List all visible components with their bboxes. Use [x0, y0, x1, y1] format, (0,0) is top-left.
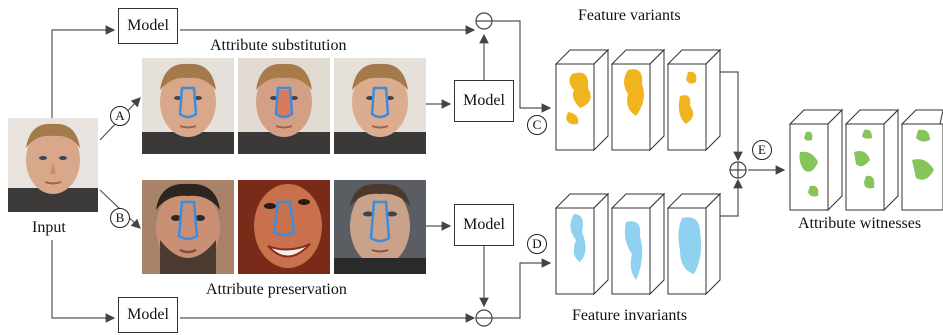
- step-e-marker: E: [752, 140, 772, 160]
- preservation-model-box: Model: [454, 204, 514, 246]
- substitution-face-2: [238, 58, 330, 154]
- input-label: Input: [32, 219, 66, 236]
- step-a-marker: A: [110, 106, 130, 126]
- edge-input-to-top-model: [51, 25, 116, 118]
- step-c-marker: C: [527, 115, 547, 135]
- edge-input-to-bottom-model: [51, 240, 116, 323]
- bottom-model-box: Model: [118, 297, 178, 333]
- preservation-face-2: [238, 180, 330, 274]
- edge-sum-bottom-to-d: [492, 258, 552, 319]
- attribute-substitution-label: Attribute substitution: [210, 37, 347, 54]
- attribute-witnesses-label: Attribute witnesses: [798, 215, 922, 232]
- preservation-face-3: [334, 180, 426, 274]
- substitution-face-1: [142, 58, 234, 154]
- substitution-model-box: Model: [454, 80, 514, 122]
- attribute-preservation-label: Attribute preservation: [206, 281, 347, 298]
- top-model-box: Model: [118, 8, 178, 44]
- feature-variants-label: Feature variants: [578, 7, 681, 24]
- edge-sum-top-to-c: [492, 20, 552, 113]
- preservation-face-1: [142, 180, 234, 274]
- step-b-marker: B: [110, 208, 130, 228]
- step-d-marker: D: [527, 234, 547, 254]
- edge-variants-to-merge: [718, 71, 743, 162]
- feature-invariants-label: Feature invariants: [572, 307, 688, 324]
- edge-invariants-to-merge: [718, 178, 743, 217]
- substitution-face-3: [334, 58, 426, 154]
- input-face-image: [8, 118, 98, 212]
